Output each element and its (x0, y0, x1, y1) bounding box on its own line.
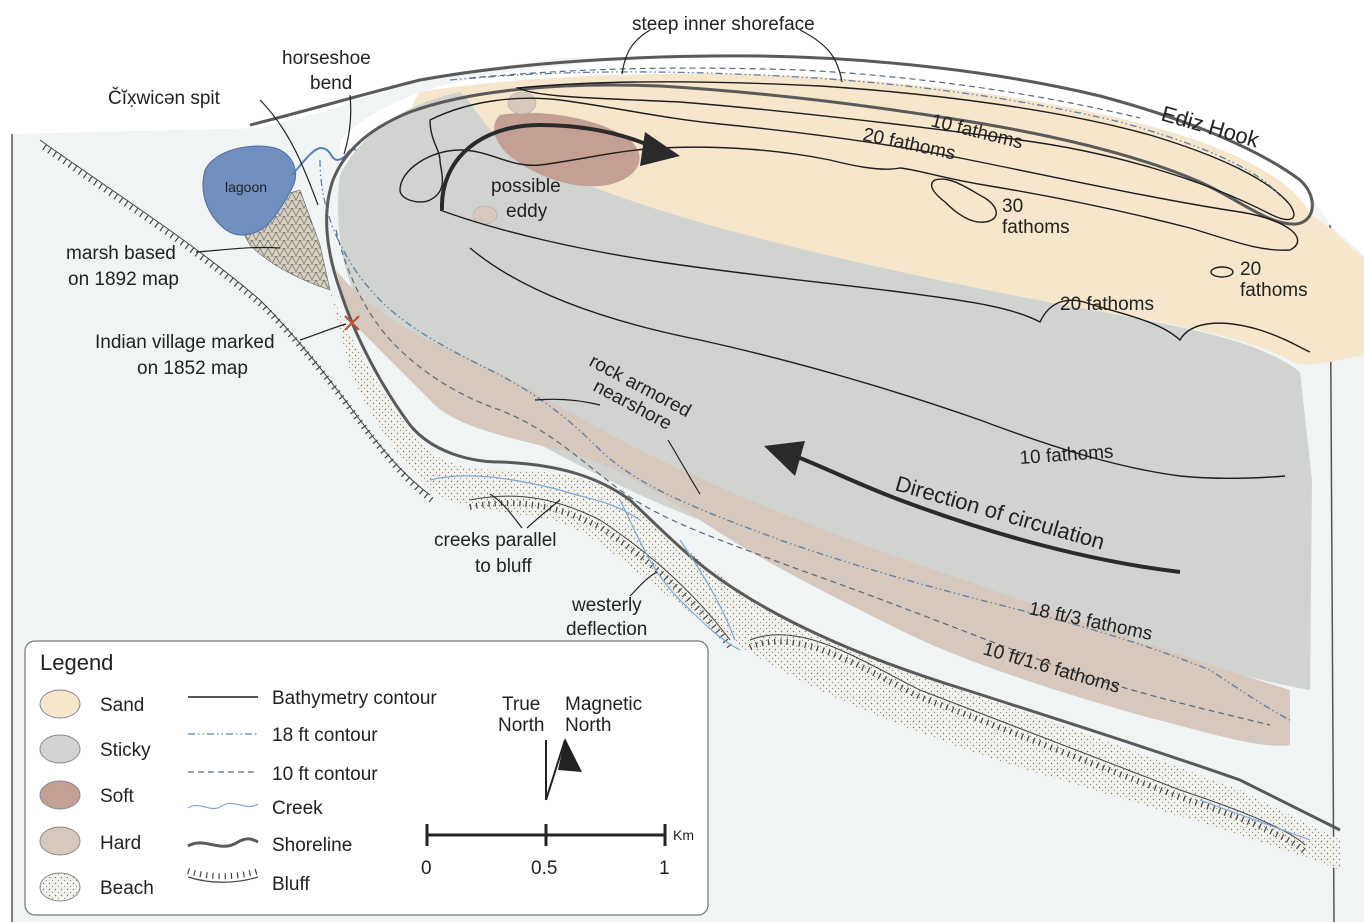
legend-label-beach: Beach (100, 878, 154, 899)
label-village-1: Indian village marked (95, 332, 275, 353)
bluff-west (39, 139, 431, 496)
legend-label-hard: Hard (100, 833, 141, 854)
legend-label-sand: Sand (100, 695, 144, 716)
shoreline-south (338, 289, 1341, 832)
bluff-west-ticks (42, 144, 436, 505)
label-f30-1: 30 (1002, 196, 1023, 217)
legend-label-sticky: Sticky (100, 740, 151, 761)
label-creeks-2: to bluff (475, 556, 532, 577)
legend-swatch-sand (39, 689, 81, 719)
magnetic-north-line (545, 739, 566, 801)
legend-label-creek: Creek (272, 798, 323, 819)
bathy-30 (930, 178, 997, 223)
leader-marsh (195, 246, 281, 253)
shoreline-hook-outer (249, 54, 1314, 226)
label-f20-right-2: fathoms (1240, 280, 1308, 301)
label-magnetic-north-2: North (565, 715, 611, 736)
scale-label-1: 1 (659, 858, 670, 879)
creek-1 (429, 475, 641, 521)
label-f20-right-1: 20 (1240, 259, 1261, 280)
leader-shoreface-1 (621, 29, 651, 75)
label-westerly-2: deflection (566, 619, 647, 640)
leader-village (299, 323, 347, 341)
leader-westerly (629, 571, 658, 597)
bluff-east (469, 495, 1306, 846)
label-horseshoe-2: bend (310, 73, 352, 94)
label-eddy-1: possible (491, 176, 561, 197)
leader-rock-2 (667, 439, 701, 495)
contour-18ft-hook (449, 71, 1281, 197)
label-creeks-1: creeks parallel (434, 530, 557, 551)
scale-unit: Km (673, 827, 694, 843)
legend-swatch-soft (39, 780, 81, 810)
legend-line-bluff (187, 876, 259, 883)
legend-title: Legend (40, 650, 113, 675)
bathy-10-top (515, 81, 1295, 221)
label-westerly-1: westerly (571, 595, 642, 616)
hard-patch-2 (507, 91, 537, 115)
leader-shoreface-2 (799, 29, 843, 83)
label-magnetic-north-1: Magnetic (565, 694, 642, 715)
legend-label-bluff: Bluff (272, 874, 310, 895)
legend-label-soft: Soft (100, 786, 135, 807)
legend-swatch-sticky (39, 734, 81, 764)
label-spit: Čĭx̣wicən spit (108, 87, 221, 109)
beach-strip (330, 290, 1340, 870)
bluff-east-ticks (469, 500, 1308, 855)
contour-10ft-hook (469, 67, 1141, 119)
label-marsh-1: marsh based (66, 243, 176, 264)
legend-label-bathy: Bathymetry contour (272, 688, 437, 709)
legend-line-bluff-ticks (187, 868, 259, 880)
ediz-hook-spit (340, 55, 1313, 223)
label-lagoon: lagoon (225, 179, 267, 195)
leader-horseshoe (343, 94, 352, 155)
circulation-arrow (799, 456, 1181, 574)
leader-spit (259, 99, 319, 206)
sticky-zone (338, 92, 1312, 690)
circulation-arrowhead (764, 441, 805, 476)
label-steep-shoreface: steep inner shoreface (632, 14, 815, 35)
contour-18ft (319, 159, 1291, 721)
label-village-2: on 1852 map (137, 358, 248, 379)
bathy-20-right (1210, 266, 1234, 278)
label-true-north-2: North (498, 715, 544, 736)
hard-patch-1 (472, 205, 498, 225)
creek-2 (619, 499, 741, 651)
scale-label-05: 0.5 (531, 858, 557, 879)
legend-label-18ft: 18 ft contour (272, 725, 378, 746)
creek-4 (1199, 799, 1311, 841)
bathy-20-mid (439, 209, 1311, 353)
label-marsh-2: on 1892 map (68, 269, 179, 290)
legend-swatch-hard (39, 826, 81, 856)
bathy-20-top (399, 97, 1299, 251)
creek-3 (679, 539, 736, 641)
shoreline-hook-inner (325, 83, 1201, 291)
bathy-10-mid (469, 247, 1286, 479)
legend-box (24, 640, 709, 916)
village-marker (344, 315, 360, 331)
magnetic-north-arrowhead (558, 738, 582, 772)
legend: Legend Sand Sticky Soft Hard Beach Bathy… (24, 640, 709, 916)
legend-swatch-beach (39, 872, 81, 902)
hard-zone (336, 270, 1290, 746)
leader-rock (534, 398, 601, 406)
label-eddy-2: eddy (506, 201, 548, 222)
leader-creeks-1 (489, 493, 523, 529)
eddy-arrowhead (640, 132, 680, 166)
label-f20-mid: 20 fathoms (1060, 294, 1154, 315)
legend-label-10ft: 10 ft contour (272, 764, 378, 785)
eddy-arrow (439, 122, 661, 211)
lagoon-water (202, 145, 297, 236)
leader-creeks-2 (526, 499, 561, 529)
label-horseshoe-1: horseshoe (282, 48, 371, 69)
label-true-north-1: True (502, 694, 540, 715)
legend-line-creek (187, 802, 259, 810)
contour-10ft (335, 229, 1271, 726)
legend-line-shoreline (187, 837, 259, 848)
legend-label-shoreline: Shoreline (272, 835, 352, 856)
scale-label-0: 0 (421, 858, 432, 879)
label-f30-2: fathoms (1002, 217, 1070, 238)
